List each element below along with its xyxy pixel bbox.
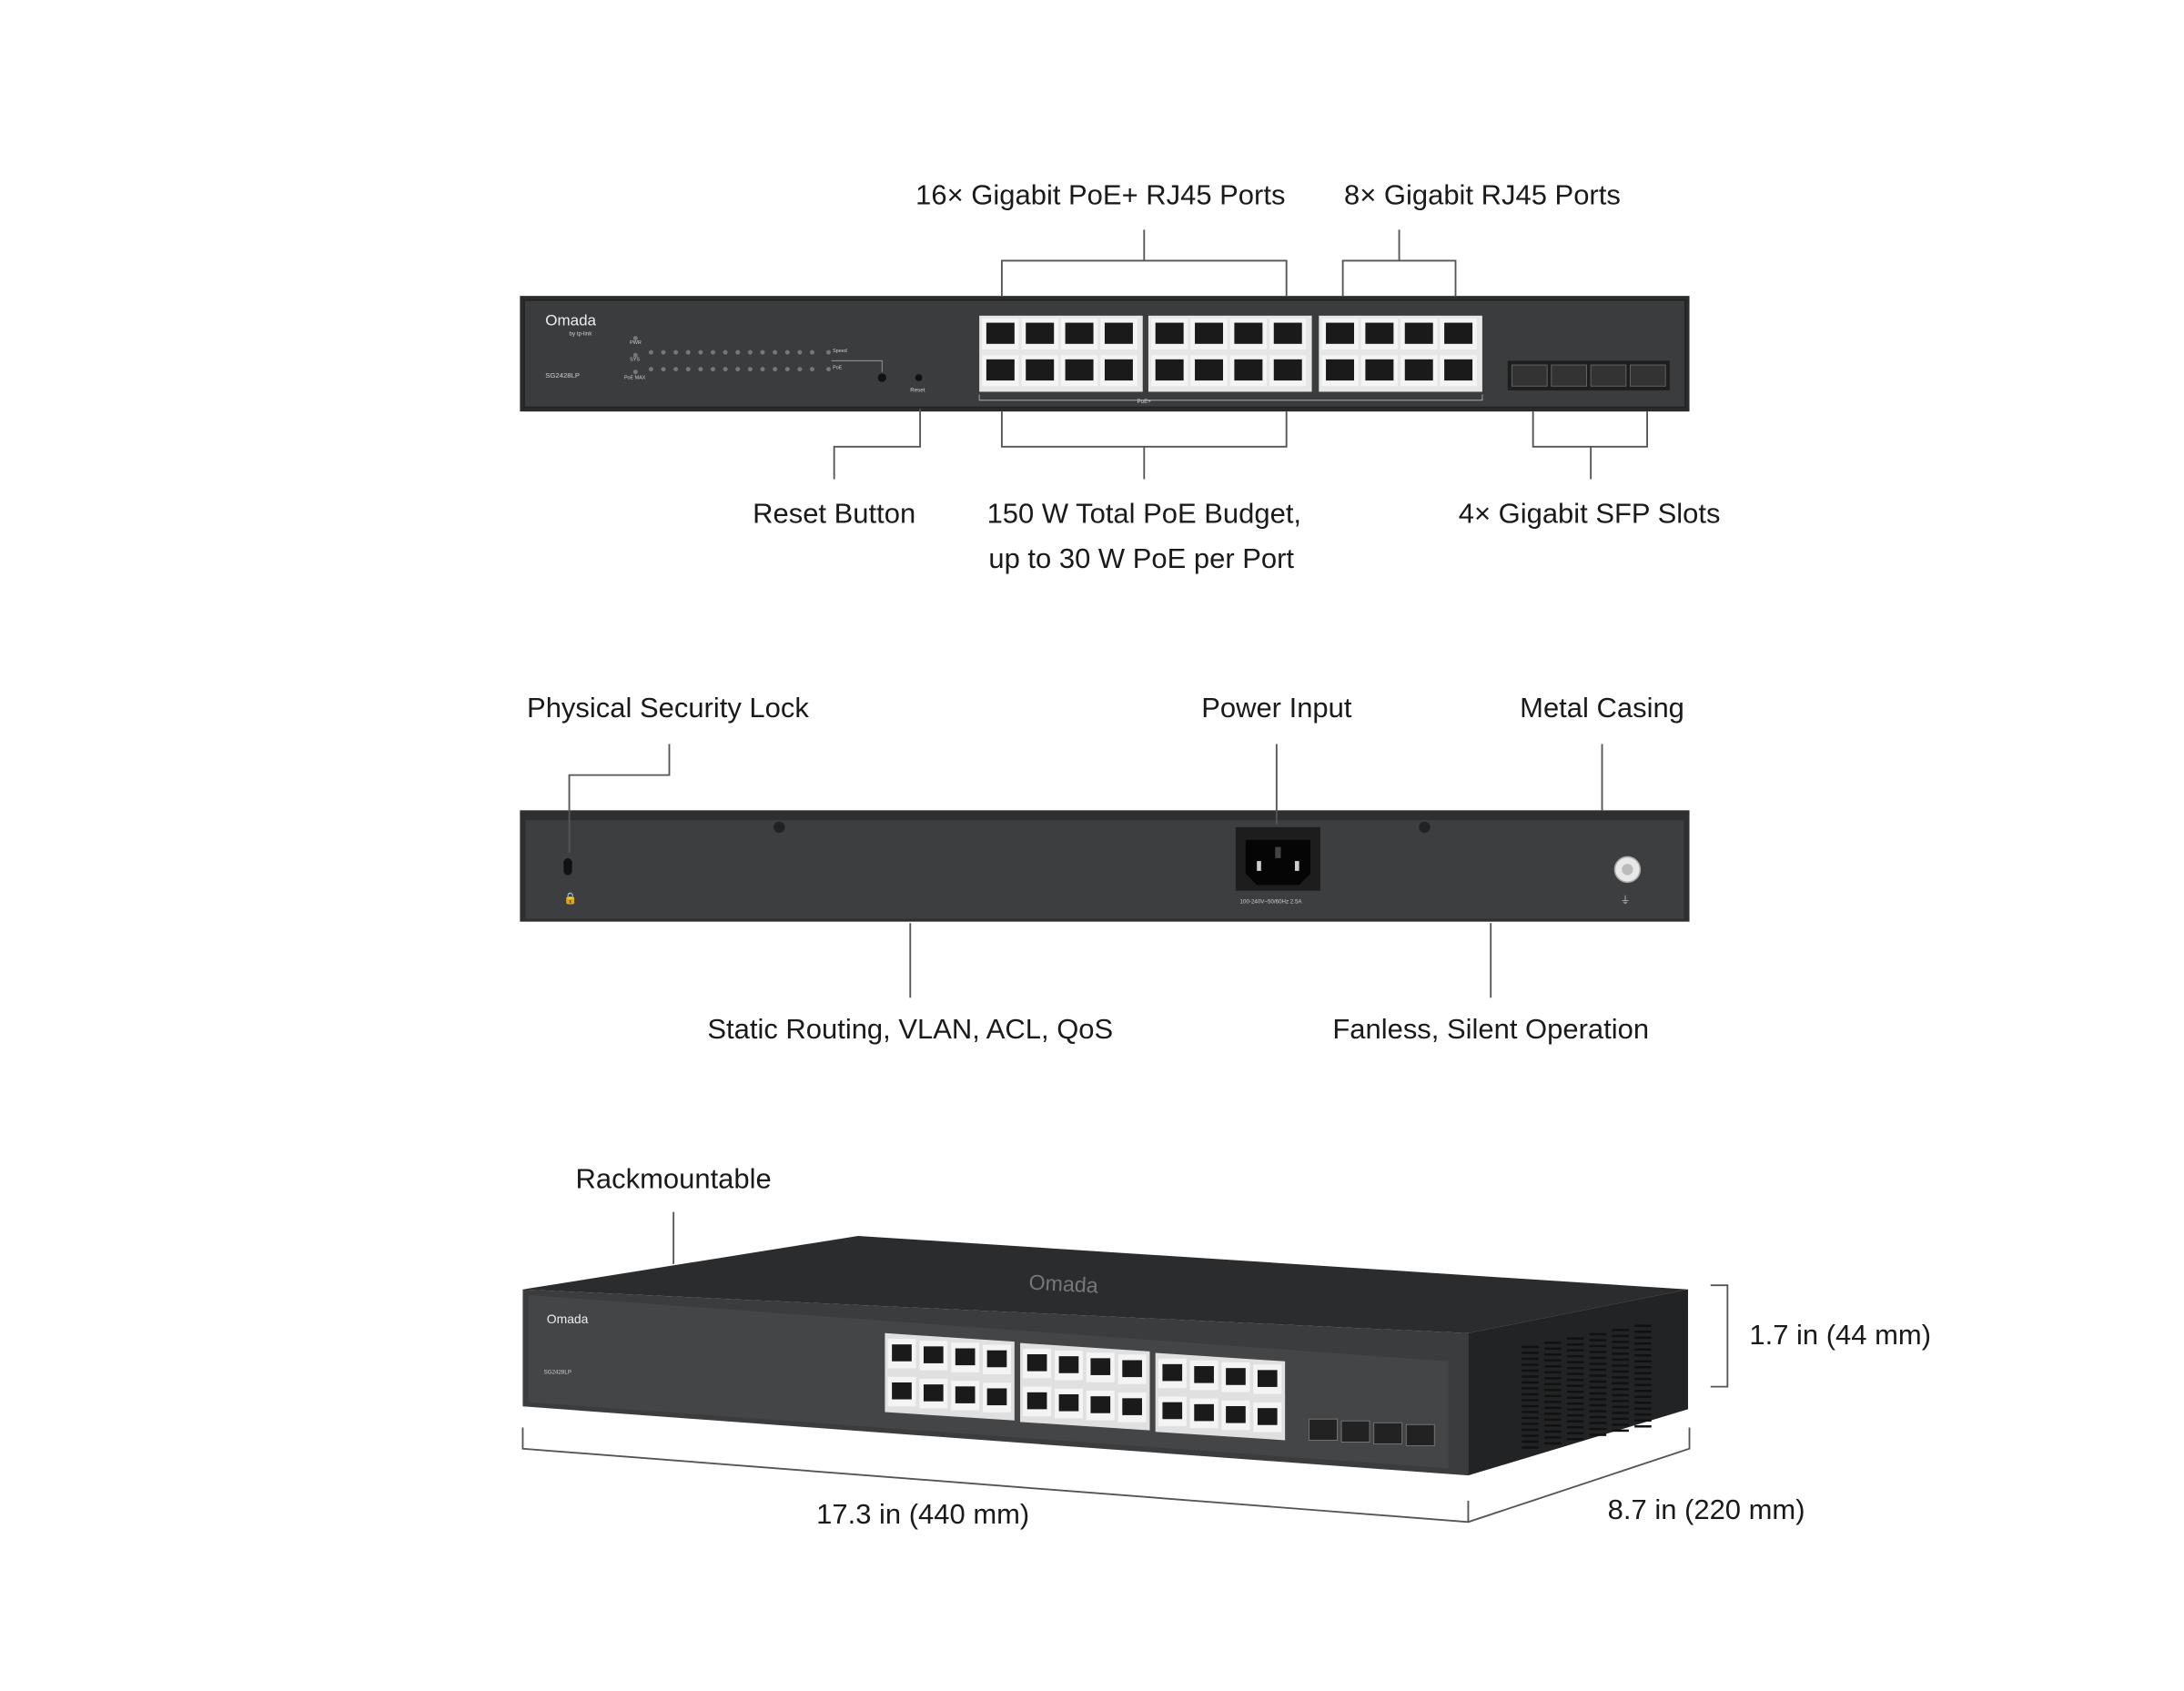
screw-icon — [774, 821, 785, 834]
led-label-pwr: PWR — [630, 340, 642, 346]
port-led — [773, 349, 778, 355]
label-routing: Static Routing, VLAN, ACL, QoS — [707, 1014, 1114, 1046]
label-lock: Physical Security Lock — [527, 693, 809, 724]
front-callout-lines — [833, 229, 1649, 480]
led-label-sys: SYS — [630, 357, 640, 362]
dimension-lines — [521, 1211, 1729, 1524]
led-label-speed: Speed — [833, 349, 847, 354]
port-led — [760, 349, 765, 355]
port-led — [711, 367, 715, 372]
port-led — [810, 349, 814, 355]
rear-callout-lines — [568, 744, 1603, 998]
front-panel: Omada by tp-link SG2428LP PWR SYS PoE MA… — [520, 296, 1690, 412]
port-led — [797, 349, 803, 355]
label-poe-budget-1: 150 W Total PoE Budget, — [986, 499, 1302, 531]
port-led — [685, 367, 691, 372]
front-brand: Omada — [545, 312, 596, 329]
label-depth: 8.7 in (220 mm) — [1607, 1494, 1805, 1526]
port-led — [661, 349, 666, 355]
label-poe-budget-2: up to 30 W PoE per Port — [988, 543, 1295, 575]
lock-icon: 🔒 — [563, 892, 577, 905]
front-model: SG2428LP — [545, 371, 580, 380]
sfp-slot — [1630, 364, 1666, 387]
port-led — [723, 367, 728, 372]
front-led-array — [632, 336, 883, 375]
side-vents — [1522, 1324, 1652, 1449]
led-mode-button[interactable] — [877, 373, 886, 382]
iso-ports — [885, 1332, 1435, 1446]
iso-model: SG2428LP — [544, 1370, 571, 1376]
port-led — [673, 367, 679, 372]
poe-plus-text: PoE+ — [1138, 399, 1152, 405]
led-label-poemax: PoE MAX — [624, 376, 646, 381]
sfp-slot — [1340, 1420, 1370, 1443]
port-led — [685, 349, 691, 355]
label-sfp: 4× Gigabit SFP Slots — [1458, 499, 1721, 531]
iso-view-switch: Omada Omada SG2428LP — [522, 1235, 1688, 1476]
sfp-slot — [1511, 364, 1548, 387]
sfp-slot — [1308, 1418, 1338, 1441]
rear-panel: 🔒 100-240V~50/60Hz 2.5A ⏚ — [520, 810, 1690, 922]
sfp-slot — [1590, 364, 1627, 387]
label-width: 17.3 in (440 mm) — [816, 1499, 1030, 1531]
port-led — [760, 367, 765, 372]
port-led — [661, 367, 666, 372]
front-sfp-slots — [1507, 360, 1670, 390]
port-led — [784, 367, 790, 372]
power-rating: 100-240V~50/60Hz 2.5A — [1240, 899, 1303, 906]
port-led — [747, 349, 753, 355]
label-casing: Metal Casing — [1520, 693, 1684, 724]
iso-brand: Omada — [547, 1311, 589, 1326]
port-led — [735, 349, 741, 355]
port-led — [673, 349, 679, 355]
port-led — [784, 349, 790, 355]
label-rack: Rackmountable — [575, 1163, 772, 1196]
sfp-slot — [1405, 1423, 1435, 1446]
top-logo: Omada — [1028, 1271, 1098, 1298]
led-label-poe: PoE — [833, 366, 843, 371]
sfp-slot — [1373, 1422, 1403, 1444]
port-led — [698, 367, 703, 372]
port-led — [723, 349, 728, 355]
port-led — [810, 367, 814, 372]
port-led — [648, 367, 653, 372]
status-led — [632, 352, 638, 358]
mode-led — [825, 367, 831, 372]
front-rj45-ports — [978, 315, 1483, 401]
mode-led — [825, 349, 831, 355]
label-power: Power Input — [1201, 693, 1352, 724]
label-rj45-ports: 8× Gigabit RJ45 Ports — [1344, 180, 1621, 212]
label-poe-ports: 16× Gigabit PoE+ RJ45 Ports — [915, 180, 1286, 212]
reset-button[interactable] — [915, 374, 923, 381]
security-lock-slot — [563, 857, 572, 876]
port-led — [698, 349, 703, 355]
status-led — [632, 370, 638, 375]
port-led — [711, 349, 715, 355]
sfp-slot — [1551, 364, 1587, 387]
port-led — [797, 367, 803, 372]
ground-icon: ⏚ — [1621, 895, 1631, 906]
label-height: 1.7 in (44 mm) — [1749, 1320, 1932, 1352]
port-led — [735, 367, 741, 372]
status-led — [632, 336, 638, 341]
label-reset: Reset Button — [753, 499, 916, 531]
reset-text: Reset — [910, 387, 925, 393]
label-fanless: Fanless, Silent Operation — [1332, 1014, 1650, 1046]
front-brand-sub: by tp-link — [570, 331, 593, 338]
port-led — [648, 349, 653, 355]
screw-icon — [1419, 821, 1431, 834]
port-led — [773, 367, 778, 372]
port-led — [747, 367, 753, 372]
